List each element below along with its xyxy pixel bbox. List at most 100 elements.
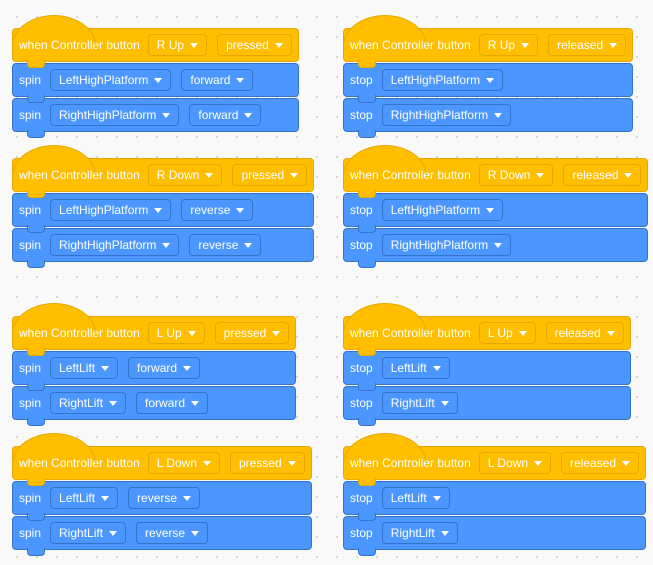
direction-dropdown[interactable]: reverse (189, 234, 262, 256)
spin-motor-block[interactable]: spin RightHighPlatform reverse (12, 228, 315, 268)
motor-dropdown[interactable]: LeftHighPlatform (50, 199, 172, 221)
when-controller-button-block[interactable]: when Controller button L Up pressed (12, 303, 297, 356)
chevron-down-icon (244, 112, 253, 118)
chevron-down-icon (274, 42, 283, 48)
button-dropdown-value: L Down (156, 456, 197, 470)
action-dropdown[interactable]: released (561, 452, 640, 474)
action-dropdown-value: released (554, 326, 601, 340)
motor-dropdown-value: LeftLift (59, 361, 96, 375)
direction-dropdown[interactable]: forward (136, 392, 209, 414)
motor-dropdown[interactable]: LeftLift (381, 487, 450, 509)
action-dropdown[interactable]: pressed (232, 164, 308, 186)
motor-dropdown[interactable]: LeftHighPlatform (381, 69, 504, 91)
direction-dropdown[interactable]: reverse (181, 199, 254, 221)
chevron-down-icon (109, 400, 118, 406)
action-dropdown[interactable]: pressed (217, 34, 292, 56)
button-dropdown[interactable]: L Down (147, 452, 220, 474)
button-dropdown[interactable]: R Up (147, 34, 208, 56)
motor-dropdown[interactable]: RightLift (381, 522, 458, 544)
motor-dropdown[interactable]: RightHighPlatform (381, 234, 512, 256)
action-dropdown[interactable]: released (548, 34, 627, 56)
motor-dropdown[interactable]: RightLift (50, 522, 127, 544)
button-dropdown[interactable]: L Up (147, 322, 205, 344)
motor-dropdown[interactable]: LeftLift (381, 357, 450, 379)
direction-dropdown[interactable]: reverse (128, 487, 201, 509)
chevron-down-icon (190, 42, 199, 48)
motor-dropdown[interactable]: RightHighPlatform (50, 104, 180, 126)
script-l-down-pressed[interactable]: when Controller button L Down pressed spin L… (12, 433, 312, 556)
button-dropdown-value: L Up (487, 326, 513, 340)
direction-dropdown[interactable]: forward (181, 69, 254, 91)
chevron-down-icon (101, 495, 110, 501)
motor-dropdown[interactable]: LeftLift (50, 487, 119, 509)
command-label: stop (350, 361, 373, 375)
direction-dropdown-value: reverse (198, 238, 239, 252)
stop-motor-block[interactable]: stop LeftLift (343, 351, 631, 391)
motor-dropdown-value: RightLift (390, 526, 435, 540)
motor-dropdown[interactable]: RightHighPlatform (50, 234, 180, 256)
button-dropdown[interactable]: R Down (478, 164, 554, 186)
chevron-down-icon (440, 400, 449, 406)
direction-dropdown[interactable]: reverse (136, 522, 209, 544)
motor-dropdown[interactable]: LeftLift (50, 357, 119, 379)
motor-dropdown[interactable]: LeftHighPlatform (50, 69, 172, 91)
action-dropdown[interactable]: pressed (230, 452, 305, 474)
command-label: stop (350, 526, 373, 540)
action-dropdown[interactable]: released (545, 322, 624, 344)
motor-dropdown-value: RightLift (59, 396, 104, 410)
button-dropdown[interactable]: R Down (147, 164, 223, 186)
chevron-down-icon (191, 530, 200, 536)
action-dropdown[interactable]: pressed (214, 322, 290, 344)
motor-dropdown[interactable]: RightLift (381, 392, 458, 414)
action-dropdown-value: pressed (226, 38, 269, 52)
command-label: spin (19, 238, 42, 252)
chevron-down-icon (109, 530, 118, 536)
chevron-down-icon (494, 112, 503, 118)
spin-motor-block[interactable]: spin RightLift reverse (12, 516, 312, 556)
button-dropdown[interactable]: L Down (478, 452, 551, 474)
action-dropdown[interactable]: released (563, 164, 642, 186)
hat-block-label: when Controller button (19, 326, 140, 340)
motor-dropdown[interactable]: RightHighPlatform (381, 104, 512, 126)
motor-dropdown[interactable]: RightLift (50, 392, 127, 414)
hat-block-label: when Controller button (19, 456, 140, 470)
chevron-down-icon (183, 495, 192, 501)
direction-dropdown[interactable]: forward (189, 104, 262, 126)
action-dropdown-value: released (557, 38, 604, 52)
button-dropdown[interactable]: L Up (478, 322, 536, 344)
chevron-down-icon (518, 330, 527, 336)
direction-dropdown-value: reverse (137, 491, 178, 505)
command-label: spin (19, 526, 42, 540)
when-controller-button-block[interactable]: when Controller button L Down pressed (12, 433, 312, 486)
motor-dropdown[interactable]: LeftHighPlatform (381, 199, 504, 221)
stop-motor-block[interactable]: stop RightLift (343, 516, 647, 556)
button-dropdown[interactable]: R Up (478, 34, 539, 56)
direction-dropdown[interactable]: forward (128, 357, 201, 379)
